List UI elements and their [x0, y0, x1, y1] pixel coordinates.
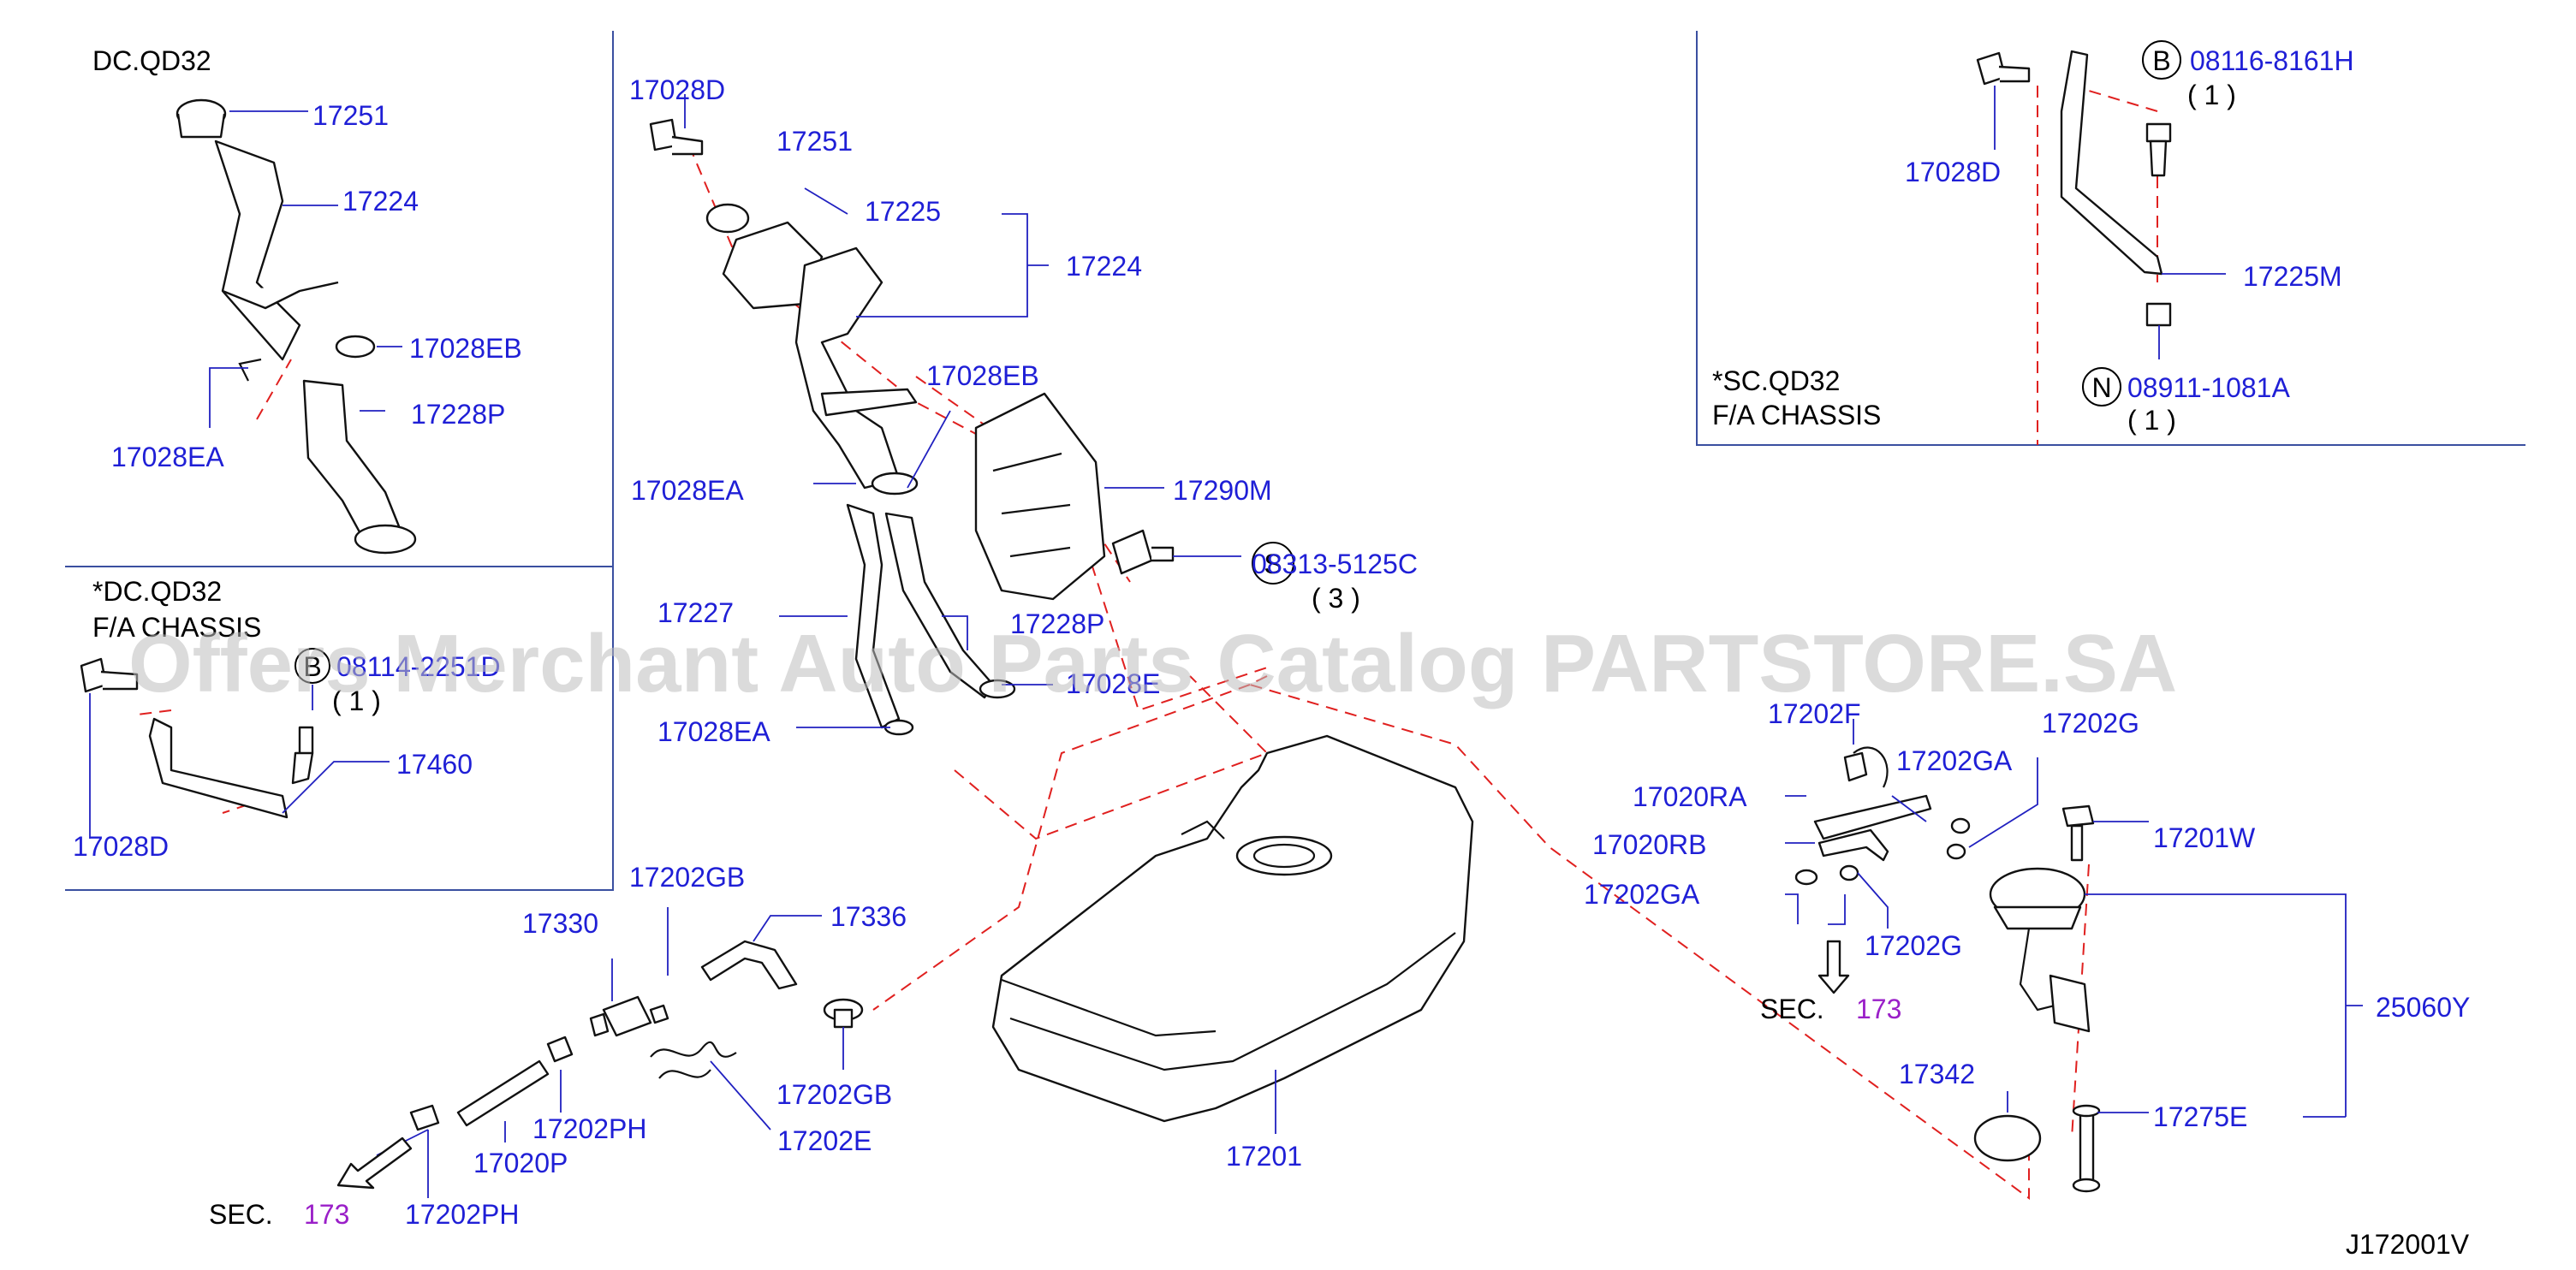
label-17201w[interactable]: 17201W — [2153, 822, 2256, 853]
panel-sc-title: *SC.QD32 — [1712, 365, 1840, 396]
vent-line-assembly — [336, 907, 864, 1198]
fuel-tank-icon — [991, 734, 1474, 1123]
sec-left-prefix: SEC. — [209, 1199, 273, 1230]
label-17201[interactable]: 17201 — [1226, 1141, 1302, 1172]
qty-08114: ( 1 ) — [332, 685, 381, 716]
label-dc-17460[interactable]: 17460 — [396, 749, 473, 780]
panel-dc-title: DC.QD32 — [92, 45, 211, 76]
hose-17020rb-icon — [1817, 828, 1889, 862]
sec-right-prefix: SEC. — [1760, 994, 1824, 1024]
label-sc-17225m[interactable]: 17225M — [2243, 261, 2342, 292]
label-17275e[interactable]: 17275E — [2153, 1101, 2247, 1132]
circle-letter-b-dc: B — [303, 651, 321, 682]
label-17202g-b[interactable]: 17202G — [1865, 930, 1962, 961]
part-number-08313[interactable]: 08313-5125C — [1252, 549, 1418, 579]
label-17020p[interactable]: 17020P — [473, 1148, 568, 1178]
label-sc-17028d[interactable]: 17028D — [1905, 157, 2001, 187]
evap-line-assembly — [1785, 719, 2038, 994]
label-17202gb-a[interactable]: 17202GB — [629, 862, 745, 893]
label-17202gb-b[interactable]: 17202GB — [776, 1079, 892, 1110]
fuel-tank-assembly — [991, 734, 1474, 1134]
filler-neck-icon — [214, 139, 301, 361]
label-17028d[interactable]: 17028D — [629, 74, 725, 105]
label-17225[interactable]: 17225 — [865, 196, 941, 227]
label-dc-17228p[interactable]: 17228P — [411, 399, 505, 430]
label-17028eb[interactable]: 17028EB — [926, 360, 1039, 391]
label-17227[interactable]: 17227 — [657, 597, 734, 628]
part-number-08114[interactable]: 08114-2251D — [336, 651, 501, 682]
bracket-17225m-icon — [2060, 50, 2163, 276]
hose-17336-icon — [700, 940, 798, 990]
screw-08313-icon — [1111, 529, 1153, 575]
label-17202ga-b[interactable]: 17202GA — [1584, 879, 1700, 910]
label-dc-17224[interactable]: 17224 — [342, 186, 419, 217]
label-17202ga-a[interactable]: 17202GA — [1896, 745, 2013, 776]
label-17202ph-a[interactable]: 17202PH — [532, 1113, 646, 1144]
part-number-08116[interactable]: 08116-8161H — [2190, 45, 2354, 76]
label-17336[interactable]: 17336 — [830, 901, 907, 932]
hose-17020ra-icon — [1813, 794, 1932, 840]
tank-opening-icon — [1235, 835, 1333, 876]
nut-icon — [2145, 302, 2172, 327]
sc-chassis-bracket — [1976, 50, 2226, 359]
circled-letters — [294, 40, 2181, 684]
panel-frames — [65, 31, 2525, 891]
label-dc-17251[interactable]: 17251 — [312, 100, 389, 131]
label-17202f[interactable]: 17202F — [1768, 698, 1861, 729]
label-17202e[interactable]: 17202E — [777, 1125, 872, 1156]
part-number-08911[interactable]: 08911-1081A — [2127, 372, 2290, 403]
panel-dc-chassis-title: *DC.QD32 — [92, 576, 222, 607]
label-17330[interactable]: 17330 — [522, 908, 598, 939]
qty-08116: ( 1 ) — [2187, 80, 2236, 110]
filler-hose-icon — [302, 379, 404, 549]
clip-17202f-icon — [1843, 751, 1868, 782]
sec-right-number[interactable]: 173 — [1856, 994, 1901, 1024]
label-17202g-a[interactable]: 17202G — [2042, 708, 2139, 739]
label-17020ra[interactable]: 17020RA — [1633, 781, 1747, 812]
label-17251[interactable]: 17251 — [776, 126, 853, 157]
watermark: Offers Merchant Auto Parts Catalog PARTS… — [128, 618, 2177, 709]
label-17290m[interactable]: 17290M — [1173, 475, 1272, 506]
label-17228p[interactable]: 17228P — [1010, 608, 1104, 639]
cap-17251-icon — [705, 203, 750, 234]
label-17342[interactable]: 17342 — [1899, 1059, 1975, 1089]
label-17028e[interactable]: 17028E — [1066, 668, 1160, 699]
tube-17020p-icon — [456, 1059, 550, 1127]
protector-17290m-icon — [974, 392, 1106, 601]
sec-left-number[interactable]: 173 — [304, 1199, 349, 1230]
label-17020rb[interactable]: 17020RB — [1592, 829, 1706, 860]
label-17028ea-b[interactable]: 17028EA — [657, 716, 770, 747]
label-17028ea-a[interactable]: 17028EA — [631, 475, 744, 506]
panel-dc-chassis-subtitle: F/A CHASSIS — [92, 612, 261, 643]
bolt-17201w-icon — [2061, 804, 2095, 828]
circle-letter-b-sc: B — [2152, 45, 2170, 76]
filter-17330-icon — [602, 995, 652, 1037]
hose-17227-icon — [846, 503, 901, 729]
dc-filler-assembly — [176, 98, 417, 555]
circle-letter-n: N — [2091, 372, 2111, 403]
label-17224[interactable]: 17224 — [1066, 251, 1142, 282]
float-17275e-icon — [2079, 1111, 2095, 1183]
diagram-code: J172001V — [2346, 1229, 2470, 1260]
label-dc-17028eb[interactable]: 17028EB — [409, 333, 522, 364]
gasket-17342-icon — [1973, 1114, 2042, 1162]
bracket-17460-icon — [148, 717, 289, 819]
neck-17224-icon — [794, 246, 901, 490]
dc-chassis-bracket — [80, 657, 390, 839]
circle-letter-s: S — [1264, 549, 1282, 579]
label-dc-17028d[interactable]: 17028D — [73, 831, 169, 862]
label-dc-17028ea[interactable]: 17028EA — [111, 442, 224, 472]
arrow-down-icon — [1817, 940, 1850, 994]
main-filler-assembly — [649, 94, 1241, 736]
qty-08313: ( 3 ) — [1312, 583, 1360, 614]
fuel-pump-assembly — [1973, 804, 2363, 1193]
qty-08911: ( 1 ) — [2127, 405, 2176, 436]
label-25060y[interactable]: 25060Y — [2376, 992, 2470, 1023]
panel-sc-subtitle: F/A CHASSIS — [1712, 400, 1881, 430]
arrow-left-down-icon — [336, 1136, 413, 1190]
label-17202ph-b[interactable]: 17202PH — [405, 1199, 519, 1230]
